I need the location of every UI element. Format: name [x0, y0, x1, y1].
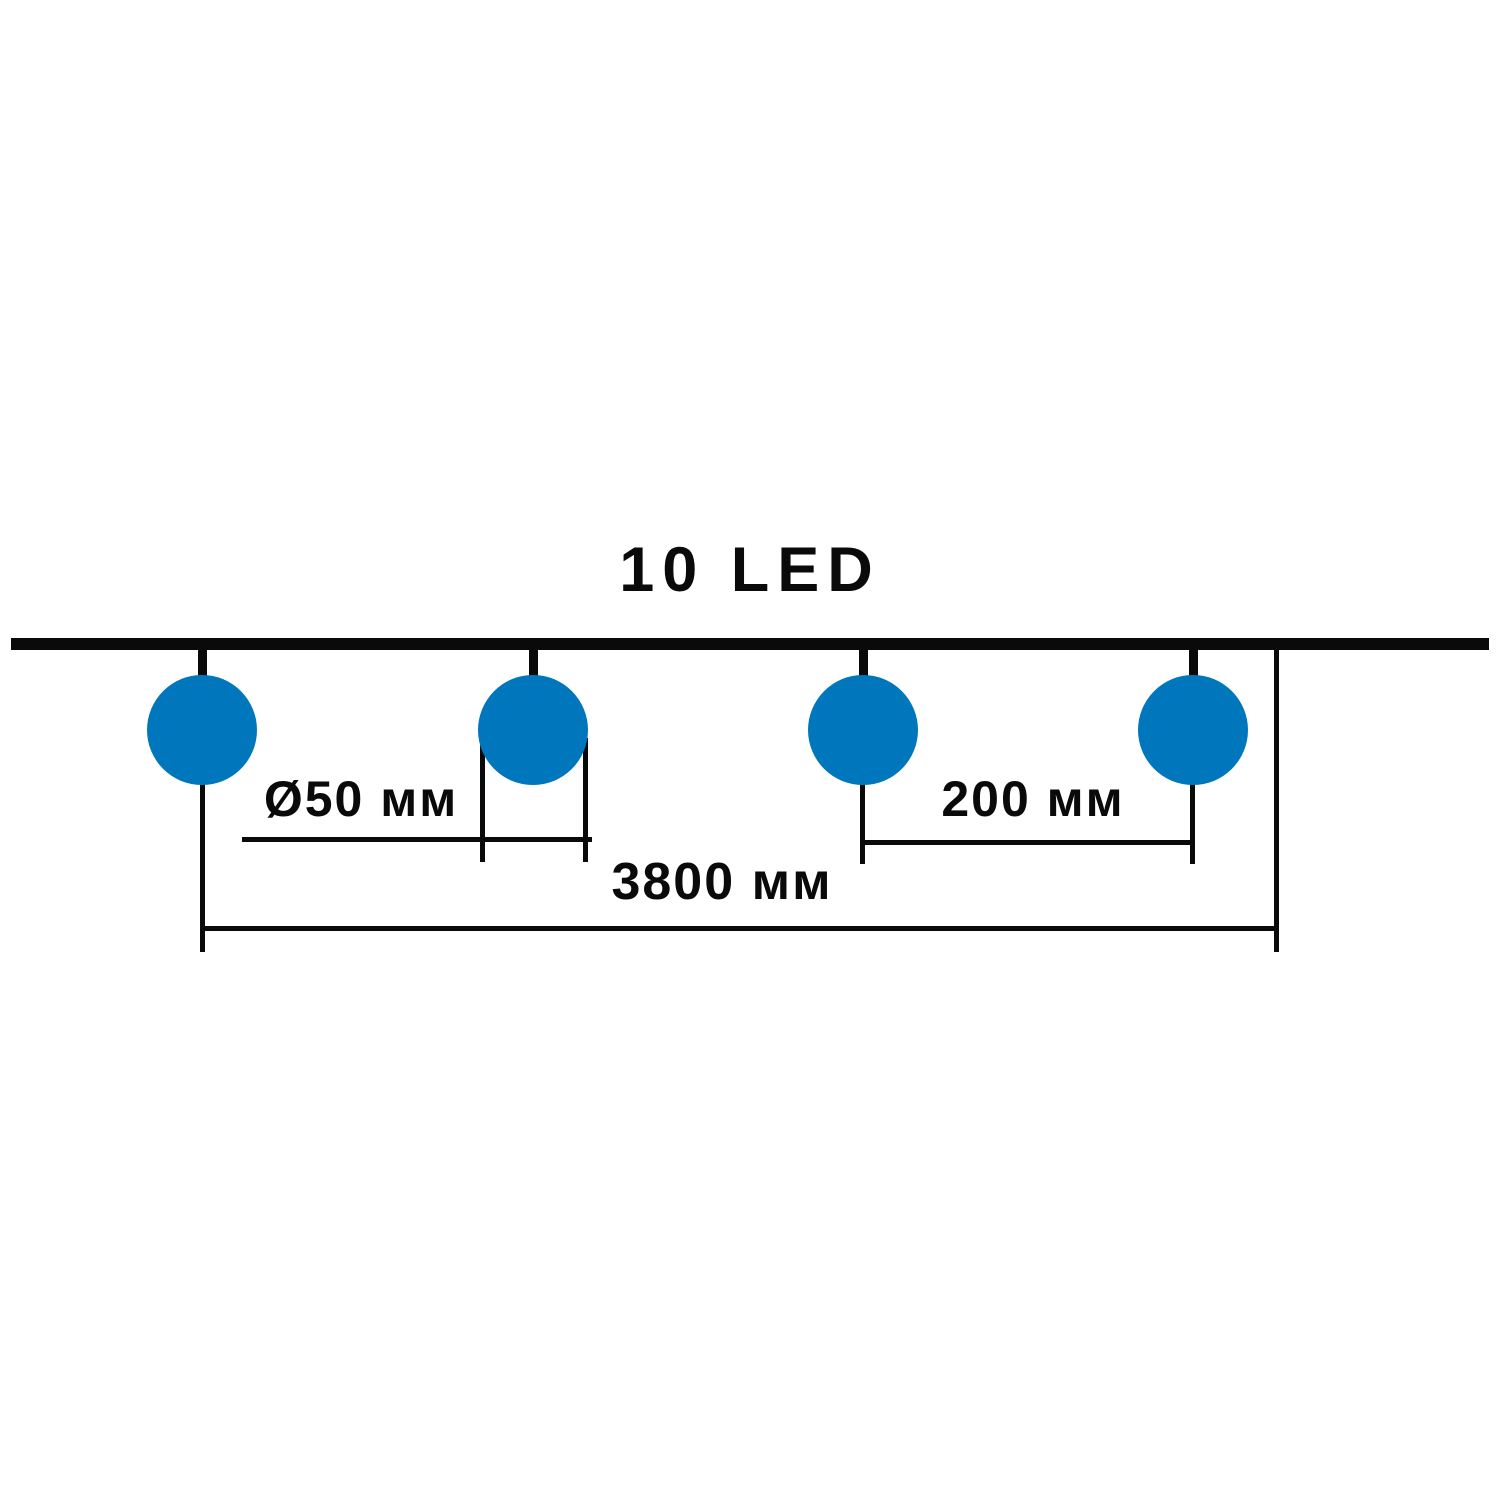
diameter-dim-line [242, 837, 592, 842]
spacing-dim-label: 200 мм [941, 771, 1125, 827]
bulb-stem-1 [198, 649, 207, 677]
led-bulb-3 [808, 675, 918, 785]
led-bulb-1 [147, 675, 257, 785]
spacing-dim-ext-right [1190, 758, 1195, 864]
diameter-dim-label: Ø50 мм [263, 771, 459, 827]
diameter-dim-tick-right [583, 738, 588, 862]
bulb-stem-3 [859, 649, 868, 677]
diagram-title: 10 LED [619, 535, 881, 605]
total-length-dim-label: 3800 мм [611, 853, 833, 911]
total-length-dim-ext-right [1274, 650, 1279, 952]
spacing-dim-ext-left [860, 758, 865, 864]
spacing-dim-line [860, 840, 1195, 845]
total-length-dim-ext-left [200, 758, 205, 952]
string-wire [11, 638, 1489, 650]
total-length-dim-line [200, 926, 1279, 931]
bulb-stem-4 [1189, 649, 1198, 677]
bulb-stem-2 [529, 649, 538, 677]
led-bulb-2 [478, 675, 588, 785]
led-bulb-4 [1138, 675, 1248, 785]
diameter-dim-tick-left [480, 738, 485, 862]
